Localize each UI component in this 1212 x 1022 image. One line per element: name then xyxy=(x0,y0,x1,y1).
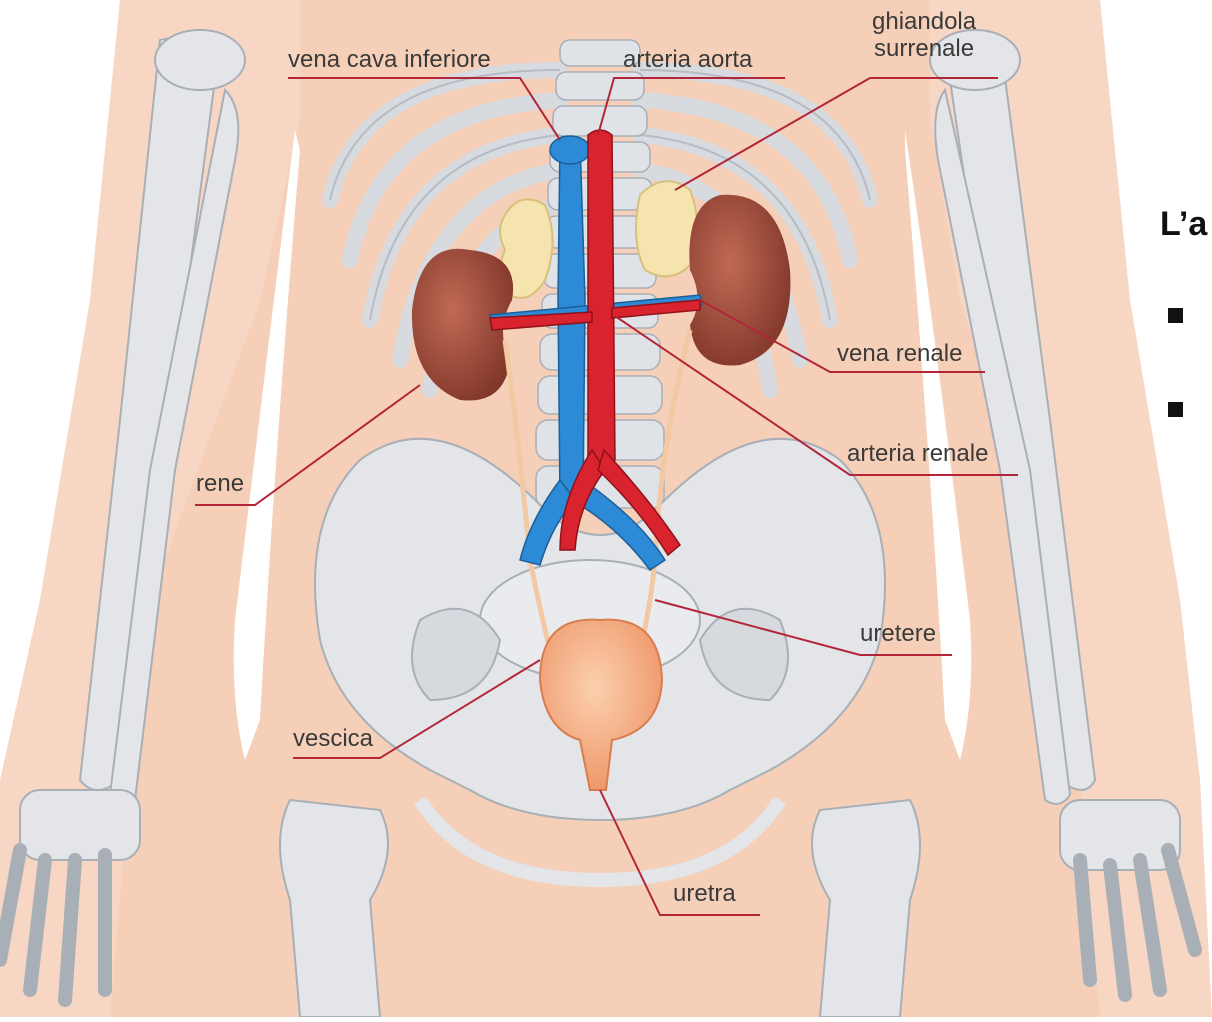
bullet-1 xyxy=(1168,308,1183,323)
label-ghiandola-surrenale: ghiandola surrenale xyxy=(872,8,976,62)
label-ghiandola-line2: surrenale xyxy=(872,35,976,62)
label-arteria-aorta: arteria aorta xyxy=(623,46,752,74)
label-vena-renale: vena renale xyxy=(837,340,962,368)
label-uretra: uretra xyxy=(673,880,736,908)
right-adrenal-gland xyxy=(636,181,698,276)
label-vena-cava-inferiore: vena cava inferiore xyxy=(288,46,491,74)
bullet-2 xyxy=(1168,402,1183,417)
label-rene: rene xyxy=(196,470,244,498)
label-arteria-renale: arteria renale xyxy=(847,440,988,468)
label-vescica: vescica xyxy=(293,725,373,753)
slide-title-fragment: L’a xyxy=(1160,205,1207,244)
label-uretere: uretere xyxy=(860,620,936,648)
label-ghiandola-line1: ghiandola xyxy=(872,8,976,35)
